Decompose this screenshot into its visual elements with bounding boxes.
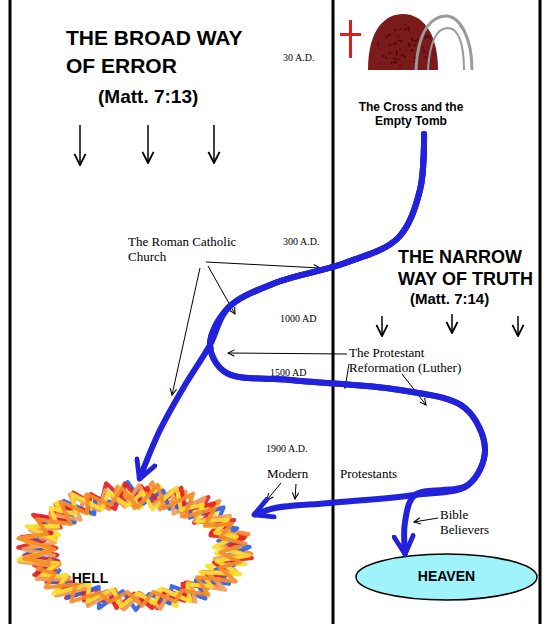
destination-name: HELL [50, 570, 130, 587]
column-heading: THE NARROW WAY OF TRUTH [398, 246, 543, 290]
tomb-texture [393, 57, 395, 59]
annotation: Protestants [340, 467, 397, 482]
tomb-texture [399, 48, 401, 50]
leader-line [414, 518, 438, 522]
scripture-reference: (Matt. 7:14) [410, 290, 489, 307]
leader-line [345, 364, 349, 388]
tomb-texture [425, 56, 427, 58]
tomb-texture [395, 62, 397, 64]
column-heading: THE BROAD WAY OF ERROR [66, 24, 261, 80]
tomb-texture [422, 47, 424, 49]
tomb-texture [377, 41, 379, 43]
date-marker: 30 A.D. [283, 52, 314, 64]
tomb-texture [425, 35, 427, 37]
tomb-texture [424, 37, 426, 39]
tomb-texture [408, 43, 410, 45]
tomb-texture [385, 57, 387, 59]
tomb-texture [398, 40, 400, 42]
leader-line [208, 266, 235, 314]
tomb-texture [396, 51, 398, 53]
date-marker: 300 A.D. [283, 236, 319, 248]
date-marker: 1500 AD [270, 367, 306, 379]
cross-symbol [349, 20, 352, 58]
tomb-texture [400, 40, 402, 42]
scripture-reference: (Matt. 7:13) [98, 86, 198, 108]
down-arrow [147, 125, 149, 163]
leader-line [267, 483, 281, 500]
node-shape [15, 478, 255, 613]
tomb-texture [398, 58, 400, 60]
date-marker: 1900 A.D. [266, 443, 307, 455]
heaven-outline [356, 554, 537, 600]
annotation: Modern [267, 467, 308, 482]
leader-line [206, 262, 320, 268]
down-arrow [517, 316, 519, 336]
down-arrow [451, 314, 453, 333]
tomb-texture [399, 28, 401, 30]
tomb-texture [389, 52, 391, 54]
tomb-texture [405, 23, 407, 25]
tomb-texture [415, 40, 417, 42]
tomb-texture [423, 51, 425, 53]
tomb-texture [394, 29, 396, 31]
tomb-texture [395, 42, 397, 44]
tomb-texture [427, 35, 429, 37]
path-connector [210, 134, 485, 553]
date-marker: 1000 AD [280, 313, 316, 325]
down-arrow [213, 125, 215, 163]
tomb-texture [385, 36, 387, 38]
tomb-texture [389, 34, 391, 36]
column-border [539, 0, 542, 624]
tomb-texture [409, 45, 411, 47]
tomb-texture [411, 49, 413, 51]
tomb-texture [401, 54, 403, 56]
heaven-ellipse: HEAVEN [355, 553, 538, 601]
leader-line [402, 374, 426, 405]
tomb-texture [407, 44, 409, 46]
destination-name: HEAVEN [355, 568, 538, 585]
annotation: Bible Believers [440, 508, 510, 538]
tomb-texture [404, 28, 406, 30]
column-divider [332, 0, 335, 624]
tomb-texture [396, 52, 398, 54]
tomb-mound [368, 14, 438, 70]
tomb-texture [414, 44, 416, 46]
hell-flames: HELL [15, 478, 255, 613]
tomb-texture [417, 38, 419, 40]
tomb-texture [390, 62, 392, 64]
cross-symbol [340, 33, 361, 36]
tomb-texture [408, 29, 410, 31]
illustration-caption: The Cross and the Empty Tomb [352, 100, 470, 129]
leader-line [172, 268, 200, 395]
down-arrow [79, 125, 81, 165]
annotation: The Roman Catholic Church [128, 235, 248, 265]
tomb-texture [404, 56, 406, 58]
tomb-texture [411, 37, 413, 39]
tomb-texture [377, 44, 379, 46]
path-connector [140, 134, 424, 478]
tomb-texture [389, 44, 391, 46]
path-connector [210, 134, 485, 514]
leader-line [295, 484, 296, 499]
flame-stroke [19, 485, 246, 606]
down-arrow [381, 316, 383, 336]
annotation: The Protestant Reformation (Luther) [349, 346, 479, 376]
tomb-stone [428, 28, 464, 70]
tomb-texture [399, 64, 401, 66]
tomb-texture [382, 55, 384, 57]
tomb-texture [397, 36, 399, 38]
column-border [9, 0, 12, 624]
tomb-texture [413, 61, 415, 63]
tomb-texture [407, 27, 409, 29]
leader-line [228, 353, 347, 354]
tomb-texture [395, 58, 397, 60]
tomb-texture [401, 40, 403, 42]
tomb-stone [416, 16, 472, 70]
cross-tomb-illustration: The Cross and the Empty Tomb [338, 8, 475, 134]
tomb-texture [412, 39, 414, 41]
tomb-texture [411, 50, 413, 52]
